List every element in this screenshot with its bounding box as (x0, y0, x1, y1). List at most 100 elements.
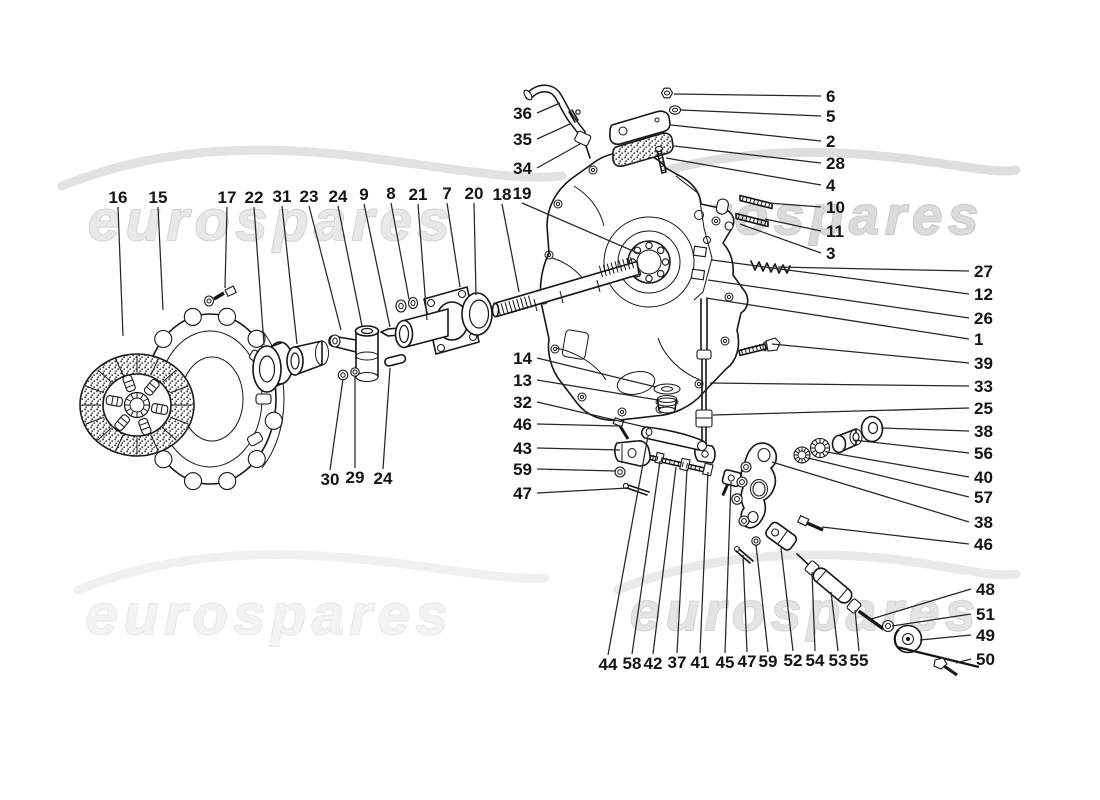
part-number-14: 14 (513, 349, 532, 368)
part-label-53: 53 (829, 591, 848, 670)
part-number-48: 48 (976, 580, 995, 599)
cover-lobe (217, 307, 237, 326)
part-number-5: 5 (826, 107, 835, 126)
leader-line-5 (680, 109, 822, 117)
tick (85, 416, 104, 425)
thread-tick (500, 303, 506, 316)
thread-tick (668, 459, 672, 464)
flange-hole-center (552, 346, 558, 352)
leader-line-4 (665, 157, 822, 186)
part-label-46: 46 (821, 526, 993, 554)
leader-line-39 (771, 343, 970, 364)
part-label-59: 59 (513, 460, 617, 479)
tick (797, 448, 801, 452)
part-number-55: 55 (850, 651, 869, 670)
cable-50 (896, 645, 980, 669)
part-number-21: 21 (409, 185, 428, 204)
part-number-38: 38 (974, 422, 993, 441)
leader-line-15 (157, 206, 164, 311)
part-label-54: 54 (806, 571, 825, 670)
thread-tick (516, 298, 521, 311)
thread-tick (685, 463, 689, 468)
flange-hole (544, 250, 554, 260)
thread-tick (504, 302, 509, 315)
leader-line-1 (705, 297, 970, 340)
part-label-22: 22 (245, 188, 265, 346)
part-number-53: 53 (829, 651, 848, 670)
part-label-16: 16 (109, 188, 127, 337)
thread-tick (741, 195, 745, 202)
leader-line-13 (536, 379, 659, 401)
leader-line-9 (363, 203, 391, 328)
washer-38 (860, 415, 884, 443)
part-number-31: 31 (273, 187, 292, 206)
thread-tick (745, 215, 748, 222)
thread-tick (656, 456, 659, 461)
rod-48 (858, 610, 884, 630)
thread-tick (756, 199, 760, 206)
flange-hole-center (726, 294, 732, 300)
flange-hole-center (619, 409, 625, 415)
tick (815, 452, 818, 457)
bolt-46b (796, 514, 824, 532)
thread-tick (740, 348, 743, 355)
leader-line-46 (821, 526, 970, 545)
part-number-23: 23 (300, 187, 319, 206)
tick (97, 369, 112, 383)
thread-tick (745, 196, 748, 203)
tick (115, 358, 124, 376)
stud-11 (735, 212, 769, 228)
thread-tick (508, 301, 513, 314)
leader-line-16 (117, 206, 124, 337)
thread-tick (741, 214, 744, 221)
thread-tick (694, 465, 697, 470)
part-number-35: 35 (513, 130, 532, 149)
leader-line-2 (670, 124, 822, 142)
tick (85, 385, 104, 394)
adjuster-barrel-53 (812, 567, 853, 604)
car-swoosh-top-left (57, 145, 567, 191)
split-pin-47a (622, 482, 650, 496)
thread-tick (748, 346, 751, 353)
thread-tick (610, 262, 615, 274)
part-number-43: 43 (513, 439, 532, 458)
leader-line-26 (707, 279, 970, 319)
part-label-7: 7 (442, 184, 461, 288)
tick (170, 416, 189, 425)
leader-line-38 (771, 461, 970, 523)
part-number-19: 19 (513, 184, 532, 203)
thread-tick (629, 256, 635, 269)
tick (795, 450, 799, 454)
thread-tick (681, 462, 684, 467)
tick (824, 443, 829, 446)
part-number-59: 59 (513, 460, 532, 479)
washer-14 (653, 383, 681, 395)
part-number-26: 26 (974, 309, 993, 328)
leader-line-42 (652, 466, 677, 655)
leader-line-35 (536, 123, 571, 140)
cover-lobe (218, 472, 237, 491)
part-number-32: 32 (513, 393, 532, 412)
tick (162, 369, 177, 383)
tick (150, 358, 159, 376)
part-number-47: 47 (738, 652, 757, 671)
leader-line-23 (308, 205, 342, 331)
thread-tick (527, 295, 533, 308)
thread-tick (659, 160, 665, 164)
flange-hole-center (722, 338, 728, 344)
thread-tick (652, 455, 655, 460)
thread-tick (767, 202, 771, 209)
part-number-22: 22 (245, 188, 264, 207)
leader-line-19 (521, 202, 641, 255)
tick (150, 434, 159, 452)
leader-line-56 (852, 439, 970, 454)
part-number-34: 34 (513, 159, 532, 178)
spring-window (138, 417, 152, 436)
part-label-13: 13 (513, 371, 659, 401)
part-label-21: 21 (409, 185, 428, 321)
tick (797, 458, 801, 462)
part-label-4: 4 (665, 157, 836, 195)
washer-30 (337, 369, 349, 381)
part-number-9: 9 (359, 185, 368, 204)
